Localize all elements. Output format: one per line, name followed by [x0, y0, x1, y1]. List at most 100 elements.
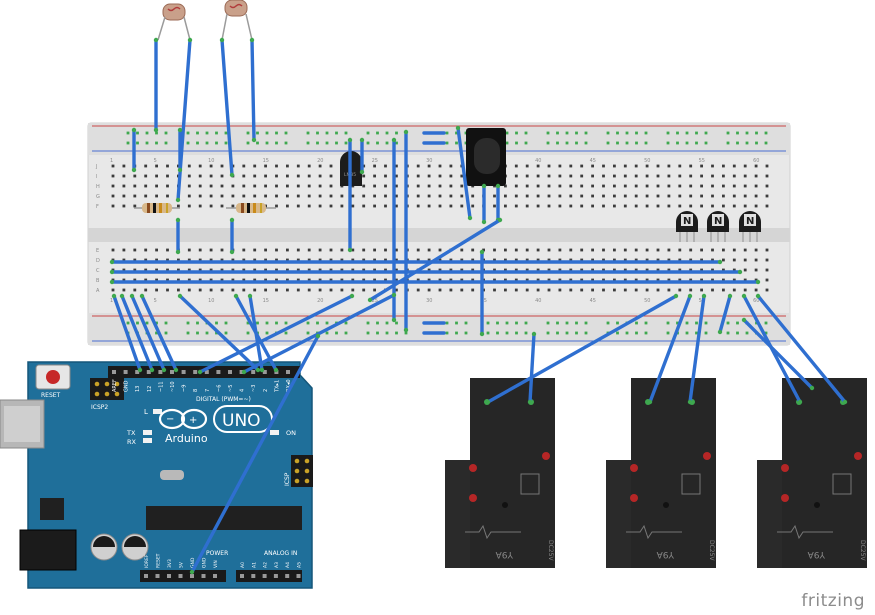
power-pin[interactable] [190, 574, 194, 578]
breadboard-hole [602, 164, 605, 168]
rail-hole [196, 321, 199, 325]
wire-end [233, 293, 239, 299]
rail-hole [265, 131, 269, 135]
breadboard-hole [264, 268, 267, 272]
breadboard-hole [558, 204, 562, 208]
breadboard-hole [765, 258, 769, 262]
digital-pin[interactable] [123, 370, 128, 374]
digital-pin-label: 13 [135, 386, 141, 392]
breadboard-hole [286, 204, 289, 208]
column-number: 45 [590, 158, 596, 164]
breadboard-hole [656, 278, 660, 282]
digital-pin[interactable] [239, 370, 244, 374]
rail-hole [126, 131, 130, 135]
breadboard-hole [416, 204, 420, 208]
breadboard-hole [187, 164, 191, 168]
digital-pin[interactable] [251, 370, 256, 374]
digital-pin[interactable] [112, 370, 116, 374]
l-led-label: L [144, 408, 148, 416]
wire-end [229, 217, 235, 223]
resistor [134, 203, 180, 213]
breadboard-hole [569, 268, 573, 272]
rail-hole [685, 331, 689, 335]
breadboard-hole [743, 174, 747, 178]
rail-hole [136, 141, 139, 145]
breadboard-hole [373, 248, 376, 252]
rail-hole [205, 131, 209, 135]
breadboard-hole [198, 268, 202, 272]
digital-pin[interactable] [216, 370, 221, 374]
digital-pin[interactable] [170, 370, 174, 374]
breadboard-hole [275, 268, 278, 272]
analog-pin[interactable] [273, 574, 278, 578]
power-pin[interactable] [167, 574, 171, 578]
digital-pin[interactable] [146, 370, 151, 374]
rail-hole [666, 141, 670, 145]
wire-end [219, 37, 225, 43]
breadboard-hole [645, 174, 649, 178]
photoresistor [221, 0, 253, 41]
rail-hole [704, 331, 708, 335]
wire-end [347, 247, 353, 253]
rx-led-label: RX [127, 438, 137, 446]
analog-pin[interactable] [262, 574, 267, 578]
breadboard-hole [678, 278, 682, 282]
breadboard-hole [689, 184, 693, 188]
wire-end [131, 167, 137, 173]
rail-hole [515, 131, 518, 135]
power-pin[interactable] [155, 574, 160, 578]
wire-end [173, 367, 179, 373]
digital-pin[interactable] [262, 370, 267, 374]
digital-pin[interactable] [135, 370, 140, 374]
breadboard-hole [656, 258, 660, 262]
analog-pin[interactable] [240, 574, 244, 578]
breadboard-hole [133, 268, 137, 272]
rail-hole [455, 131, 458, 135]
breadboard-hole [166, 278, 169, 282]
analog-pin[interactable] [296, 574, 301, 578]
rail-hole [316, 141, 319, 145]
rail-hole [644, 331, 648, 335]
npn-transistor: N [707, 211, 729, 242]
digital-pin[interactable] [228, 370, 232, 374]
breadboard-hole [656, 164, 660, 168]
digital-pin[interactable] [158, 370, 163, 374]
wire-end [149, 367, 155, 373]
breadboard-hole [384, 268, 387, 272]
breadboard-hole [645, 204, 649, 208]
digital-pin[interactable] [286, 370, 290, 374]
breadboard-hole [667, 268, 671, 272]
rail-hole [215, 331, 218, 335]
breadboard-hole [645, 248, 649, 252]
breadboard-hole [144, 288, 148, 292]
breadboard-hole [351, 288, 355, 292]
power-pin[interactable] [201, 574, 206, 578]
analog-pin[interactable] [251, 574, 256, 578]
digital-pin[interactable] [181, 370, 186, 374]
breadboard-hole [634, 194, 638, 198]
breadboard-hole [133, 204, 137, 208]
breadboard-hole [580, 184, 584, 188]
wire-end [481, 183, 487, 189]
breadboard-hole [689, 288, 693, 292]
rail-hole [385, 131, 389, 135]
power-pin[interactable] [213, 574, 217, 578]
breadboard-hole [569, 164, 573, 168]
breadboard-hole [220, 194, 224, 198]
breadboard-hole [689, 268, 693, 272]
breadboard-hole [253, 258, 257, 262]
analog-pin[interactable] [285, 574, 290, 578]
breadboard-hole [536, 174, 540, 178]
rail-hole [376, 141, 379, 145]
digital-pin[interactable] [204, 370, 209, 374]
breadboard-hole [395, 184, 398, 188]
power-pin[interactable] [144, 574, 148, 578]
power-pin[interactable] [178, 574, 183, 578]
breadboard-hole [743, 288, 747, 292]
rail-hole [136, 321, 139, 325]
breadboard-hole [558, 278, 562, 282]
breadboard-hole [765, 164, 769, 168]
digital-pin[interactable] [193, 370, 198, 374]
rail-hole [755, 141, 758, 145]
breadboard-hole [373, 288, 376, 292]
